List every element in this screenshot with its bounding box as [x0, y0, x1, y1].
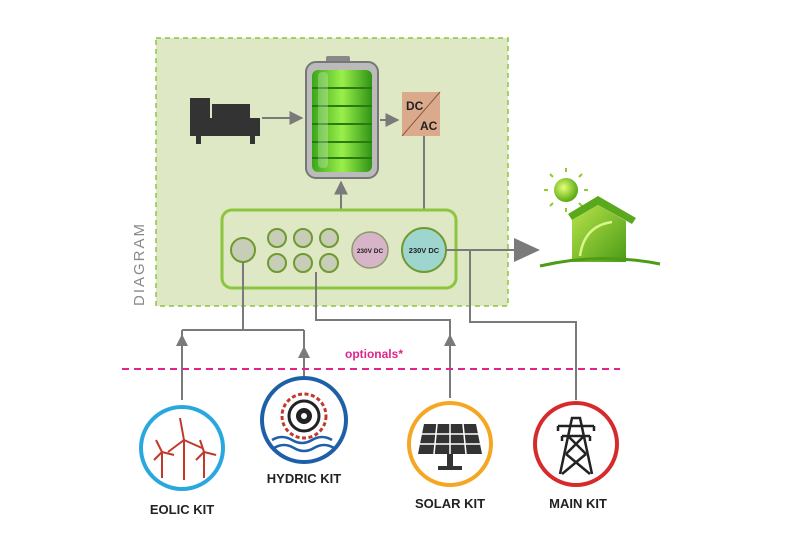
water-wheel-icon — [271, 392, 335, 453]
solar-kit-label: SOLAR KIT — [415, 496, 485, 511]
power-pylon-icon — [556, 416, 596, 475]
input-port — [319, 253, 339, 273]
port-230v-dc-left — [351, 231, 389, 269]
converter-dc-label: DC — [406, 99, 424, 113]
battery-icon — [305, 56, 379, 179]
control-panel: 230V DC 230V DC — [220, 208, 458, 290]
optionals-label: optionals* — [345, 347, 403, 361]
solar-panel-icon — [418, 423, 482, 470]
output-arrow-icon — [514, 238, 540, 262]
input-port — [267, 228, 287, 248]
wind-turbines-icon — [153, 417, 217, 480]
input-port — [293, 253, 313, 273]
input-port — [267, 253, 287, 273]
input-port — [319, 228, 339, 248]
port-230v-dc-left-label: 230V DC — [357, 248, 384, 255]
green-house-icon — [539, 168, 661, 268]
generator-icon — [190, 98, 260, 144]
input-port-large — [230, 237, 256, 263]
diagram-side-label: DIAGRAM — [131, 222, 148, 306]
sun-icon — [544, 168, 588, 212]
solar-kit[interactable]: SOLAR KIT — [407, 401, 493, 511]
converter-ac-label: AC — [420, 119, 438, 133]
hydric-kit[interactable]: HYDRIC KIT — [260, 376, 348, 486]
dc-ac-converter: DC AC — [401, 91, 441, 137]
eolic-kit[interactable]: EOLIC KIT — [139, 405, 225, 517]
main-kit-label: MAIN KIT — [549, 496, 607, 511]
port-230v-dc-right-label: 230V DC — [409, 246, 440, 255]
main-kit[interactable]: MAIN KIT — [533, 401, 619, 511]
input-port — [293, 228, 313, 248]
eolic-kit-label: EOLIC KIT — [150, 502, 214, 517]
hydric-kit-label: HYDRIC KIT — [267, 471, 341, 486]
